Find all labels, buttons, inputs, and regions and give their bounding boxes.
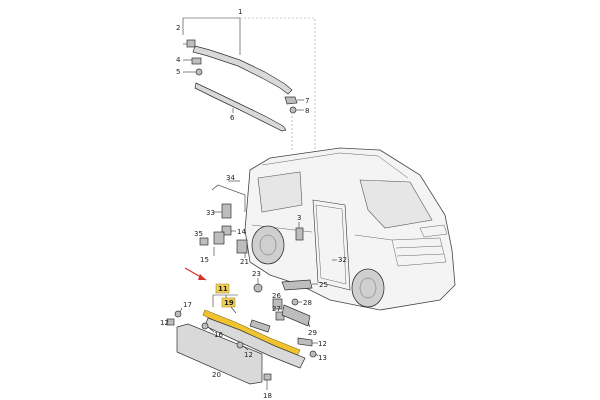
bracket-12d <box>249 319 271 333</box>
clip-12a <box>166 318 175 326</box>
cap-7 <box>284 96 298 105</box>
trim-panel-20 <box>176 323 263 385</box>
label-28: 28 <box>303 299 312 307</box>
clip-3 <box>295 227 304 241</box>
label-12b: 12 <box>244 351 253 359</box>
clip-13 <box>309 350 317 358</box>
label-14: 14 <box>237 228 246 236</box>
clip-18a <box>263 373 272 381</box>
label-18: 18 <box>263 392 272 400</box>
bracket-29 <box>281 304 311 327</box>
label-8: 8 <box>305 107 309 115</box>
red-arrow-icon <box>184 267 207 281</box>
bracket-25 <box>281 279 313 291</box>
label-33: 33 <box>206 209 215 217</box>
label-7: 7 <box>305 97 309 105</box>
label-32: 32 <box>338 256 347 264</box>
label-12a: 12 <box>160 319 169 327</box>
label-23: 23 <box>252 270 261 278</box>
label-13: 13 <box>318 354 327 362</box>
bracket-26 <box>272 298 283 310</box>
label-20: 20 <box>212 371 221 379</box>
label-1: 1 <box>238 8 242 16</box>
label-35: 35 <box>194 230 203 238</box>
label-19: 19 <box>224 299 234 307</box>
bracket-33 <box>221 203 232 219</box>
label-29: 29 <box>308 329 317 337</box>
label-6: 6 <box>230 114 235 122</box>
screw-5 <box>195 68 203 76</box>
label-3: 3 <box>297 214 301 222</box>
label-26: 26 <box>272 292 281 300</box>
roof-rail-upper <box>192 45 293 95</box>
highlight-11 <box>215 283 230 294</box>
front-wheel <box>351 268 385 308</box>
clip-28 <box>291 298 299 306</box>
label-15: 15 <box>200 256 209 264</box>
bracket-21 <box>236 239 248 254</box>
roof-rail-group <box>182 17 316 160</box>
label-34: 34 <box>226 174 235 182</box>
clip-16 <box>201 322 209 330</box>
clip-12b <box>236 341 244 349</box>
label-12c: 12 <box>318 340 327 348</box>
clip-4 <box>191 57 202 65</box>
label-27: 27 <box>272 305 281 313</box>
bracket-14b <box>213 231 225 245</box>
sill-group <box>166 279 319 390</box>
bracket-14a <box>221 225 232 236</box>
bracket-35 <box>199 237 209 246</box>
label-4: 4 <box>176 56 181 64</box>
left-parts-group <box>199 180 337 293</box>
label-16: 16 <box>214 331 223 339</box>
clip-23 <box>253 283 263 293</box>
bracket-12c <box>297 337 313 347</box>
roof-rail-lower <box>194 82 287 132</box>
door-frame <box>312 199 351 291</box>
rod-34 <box>211 184 246 212</box>
clip-2 <box>186 39 196 48</box>
side-window <box>257 171 303 213</box>
label-21: 21 <box>240 258 249 266</box>
callout-labels: 1 2 4 5 6 7 8 34 33 3 14 35 15 21 32 23 … <box>160 8 347 400</box>
screw-8 <box>289 106 297 114</box>
windshield <box>359 179 433 229</box>
highlight-19 <box>221 297 236 308</box>
label-5: 5 <box>176 68 180 76</box>
label-25: 25 <box>319 281 328 289</box>
rear-wheel <box>251 225 285 265</box>
sill-rail <box>204 317 306 369</box>
label-11: 11 <box>218 285 228 293</box>
label-2: 2 <box>176 24 180 32</box>
van-illustration <box>244 147 456 311</box>
label-17: 17 <box>183 301 192 309</box>
clip-17 <box>174 310 182 318</box>
